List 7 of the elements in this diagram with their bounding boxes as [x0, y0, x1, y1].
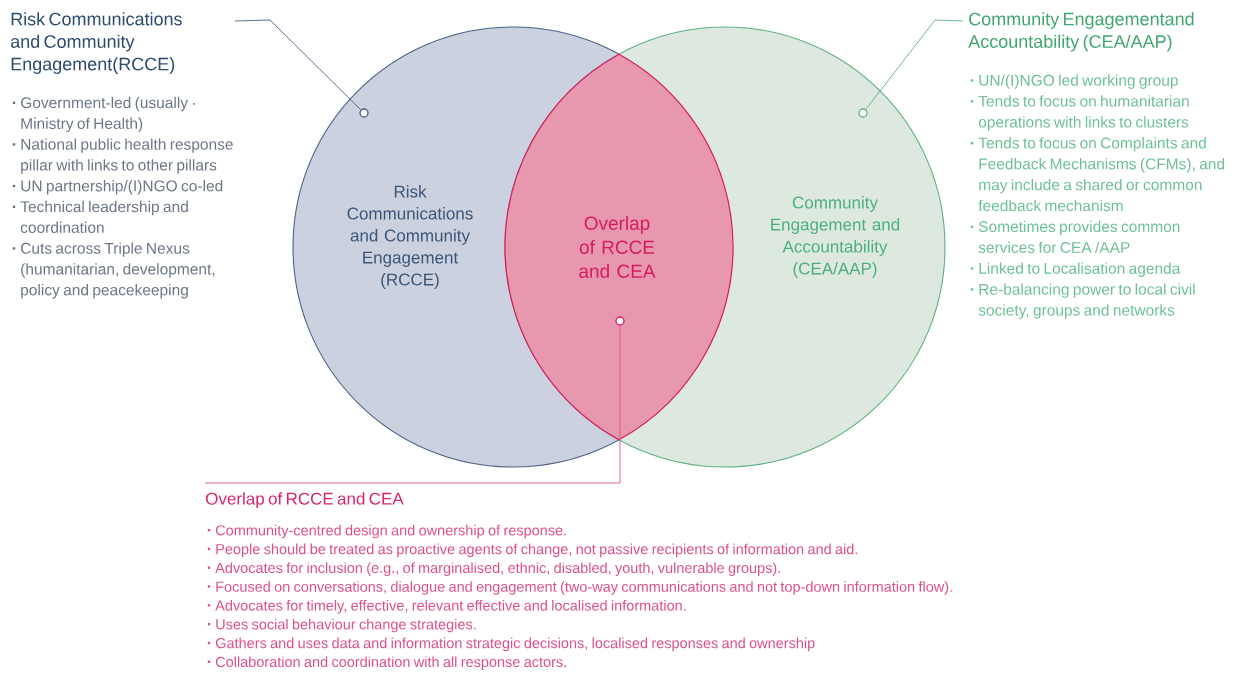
overlap-lens: Overlap of RCCE and CEA	[504, 53, 734, 441]
callout-text: Overlap of RCCE and CEA Community-centred design and ownership of response. People should be treated as proactive agents of change, not passive recipients of information and aid. Advocates for inclusion (e.g., of marginalised, ethnic, disabled, youth, vulnerable groups). Focused on conversations, dialogue and engagement (two-way communications and not top-down information flow). Advocates for timely, effective, relevant effective and localised information. Uses social behaviour change strategies. Gathers and uses data and information strategic decisions, localised responses and ownership Collaboration and coordination with all response actors.	[206, 492, 952, 670]
leader-line	[865, 19, 964, 110]
leader-line	[204, 325, 621, 484]
leader-line	[234, 19, 362, 111]
callout-text: Risk Communications and Community Engagement(RCCE) Government-led (usually · Ministry of Health) National public health response pillar with links to other pillars UN partnership/(I)NGO co-led Technical leadership and coordination Cuts across Triple Nexus (humanitarian, development, policy and peacekeeping	[10, 12, 233, 299]
callout-text: Community Engagementand Accountability (CEA/AAP) UN/(I)NGO led working group Tends to focus on humanitarian operations with links to clusters Tends to focus on Complaints and Feedback Mechanisms (CFMs), and may include a shared or common feedback mechanism Sometimes provides common services for CEA /AAP Linked to Localisation agenda Re-balancing power to local civil society, groups and networks	[968, 12, 1225, 319]
